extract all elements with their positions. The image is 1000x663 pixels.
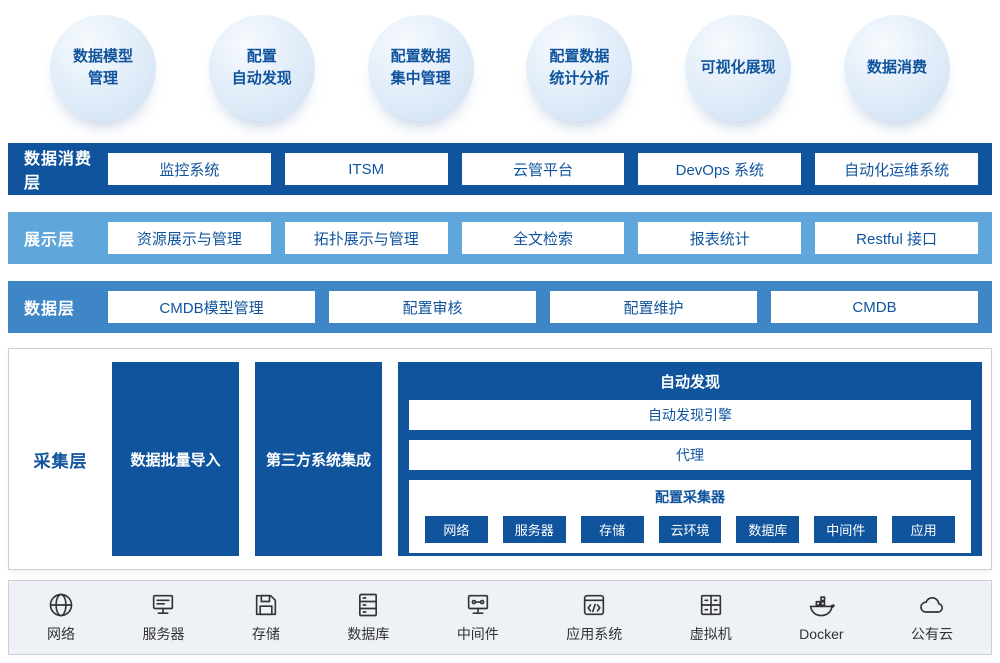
consumption-item-cloud-mgmt: 云管平台 (461, 153, 625, 185)
bubble-label: 配置数据 统计分析 (549, 48, 610, 87)
data-item-config-audit: 配置审核 (329, 291, 536, 323)
public-cloud-icon (918, 591, 946, 619)
infra-label: 服务器 (142, 626, 185, 642)
display-item-restful: Restful 接口 (815, 222, 978, 254)
collection-layer-label: 采集层 (33, 451, 88, 471)
database-icon (354, 591, 382, 619)
consumption-layer-band: 数据消费层 监控系统 ITSM 云管平台 DevOps 系统 自动化运维系统 (8, 143, 992, 195)
bubble-label: 配置 自动发现 (231, 48, 292, 87)
auto-discovery-panel: 自动发现 自动发现引擎 代理 配置采集器 网络 服务器 存储 云环境 数据库 中… (398, 362, 982, 556)
agent-box: 代理 (409, 440, 971, 470)
consumption-layer-items: 监控系统 ITSM 云管平台 DevOps 系统 自动化运维系统 (108, 153, 992, 185)
data-layer-label: 数据层 (24, 301, 76, 318)
display-item-reports: 报表统计 (638, 222, 802, 254)
consumption-item-itsm: ITSM (284, 153, 448, 185)
infra-item-server: 服务器 (142, 591, 184, 644)
data-layer-items: CMDB模型管理 配置审核 配置维护 CMDB (108, 291, 992, 323)
infra-label: 公有云 (910, 626, 953, 642)
collector-item-network: 网络 (425, 516, 488, 543)
bubble-label: 数据模型 管理 (72, 48, 133, 87)
data-layer-band: 数据层 CMDB模型管理 配置审核 配置维护 CMDB (8, 281, 992, 333)
collector-item-middleware: 中间件 (814, 516, 878, 543)
display-item-resource: 资源展示与管理 (108, 222, 271, 254)
collector-item-cloud-env: 云环境 (658, 516, 722, 543)
infra-label: 存储 (251, 626, 280, 642)
infra-label: 中间件 (456, 626, 499, 642)
bubble-label: 配置数据 集中管理 (390, 48, 451, 87)
bubble-label: 数据消费 (866, 59, 927, 77)
infra-item-docker: Docker (799, 593, 844, 642)
vm-icon (697, 591, 725, 619)
infra-item-middleware: 中间件 (457, 591, 499, 644)
data-item-cmdb: CMDB (771, 291, 978, 323)
infrastructure-strip: 网络 服务器 存储 数据库 中间件 (8, 580, 992, 655)
middleware-icon (464, 591, 492, 619)
display-layer-label: 展示层 (24, 232, 76, 249)
capability-bubbles-row: 数据模型 管理 配置 自动发现 配置数据 集中管理 配置数据 统计分析 可视化展… (0, 8, 1000, 128)
server-icon (149, 591, 177, 619)
bubble-centralized-config: 配置数据 集中管理 (367, 15, 474, 121)
bubble-visualization: 可视化展现 (685, 15, 792, 121)
auto-discovery-engine-box: 自动发现引擎 (409, 400, 971, 430)
network-icon (47, 591, 75, 619)
storage-icon (252, 591, 280, 619)
display-layer-band: 展示层 资源展示与管理 拓扑展示与管理 全文检索 报表统计 Restful 接口 (8, 212, 992, 264)
display-item-fulltext-search: 全文检索 (461, 222, 625, 254)
infra-label: 数据库 (347, 626, 390, 642)
collector-item-application: 应用 (892, 516, 956, 543)
docker-icon (807, 593, 836, 621)
data-item-config-maintain: 配置维护 (550, 291, 757, 323)
app-system-icon (580, 591, 608, 619)
collector-item-storage: 存储 (580, 516, 644, 543)
display-layer-items: 资源展示与管理 拓扑展示与管理 全文检索 报表统计 Restful 接口 (108, 222, 992, 254)
data-item-cmdb-model: CMDB模型管理 (108, 291, 315, 323)
infra-label: 网络 (47, 626, 75, 642)
config-collector-title: 配置采集器 (655, 489, 725, 505)
config-collector-items: 网络 服务器 存储 云环境 数据库 中间件 应用 (425, 516, 956, 543)
bubble-statistics: 配置数据 统计分析 (526, 15, 633, 121)
bubble-label: 可视化展现 (700, 59, 776, 77)
bubble-data-model: 数据模型 管理 (50, 15, 156, 121)
infra-item-public-cloud: 公有云 (911, 591, 953, 644)
infra-item-database: 数据库 (347, 591, 389, 644)
collection-layer-band: 采集层 数据批量导入 第三方系统集成 自动发现 自动发现引擎 代理 配置采集器 … (8, 348, 992, 570)
consumption-item-auto-ops: 自动化运维系统 (815, 153, 978, 185)
consumption-item-devops: DevOps 系统 (638, 153, 802, 185)
collector-item-database: 数据库 (736, 516, 800, 543)
infra-label: Docker (799, 626, 844, 642)
infra-item-network: 网络 (47, 591, 75, 644)
bubble-auto-discovery: 配置 自动发现 (208, 15, 315, 121)
third-party-integration-block: 第三方系统集成 (255, 362, 382, 556)
config-collector-box: 配置采集器 网络 服务器 存储 云环境 数据库 中间件 应用 (409, 480, 971, 553)
consumption-layer-label: 数据消费层 (24, 151, 93, 192)
infra-item-vm: 虚拟机 (690, 591, 732, 644)
infra-item-storage: 存储 (252, 591, 280, 644)
auto-discovery-title: 自动发现 (659, 374, 720, 391)
infra-label: 应用系统 (566, 626, 623, 642)
consumption-item-monitoring: 监控系统 (108, 153, 271, 185)
bubble-data-consumption: 数据消费 (843, 15, 950, 121)
batch-import-block: 数据批量导入 (112, 362, 239, 556)
display-item-topology: 拓扑展示与管理 (284, 222, 448, 254)
infra-item-app-system: 应用系统 (566, 591, 622, 644)
infra-label: 虚拟机 (689, 626, 732, 642)
collector-item-server: 服务器 (502, 516, 566, 543)
